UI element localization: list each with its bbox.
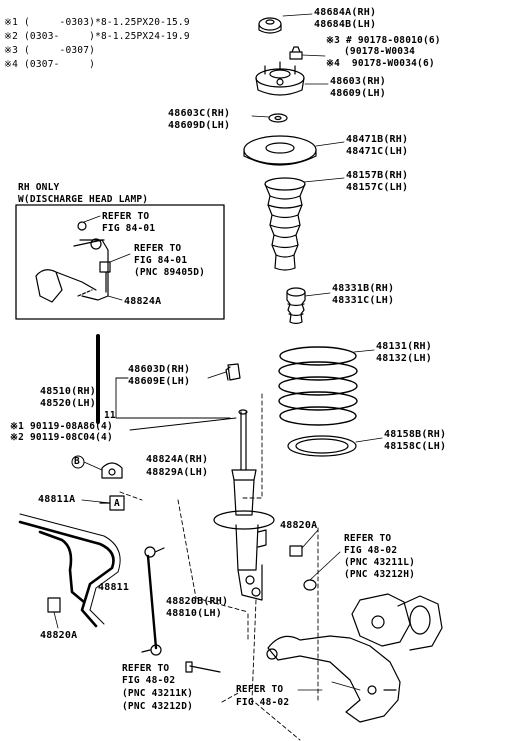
part-90178-nut (289, 46, 303, 60)
refer-1d: (PNC 43212H) (344, 569, 416, 580)
inset-bracket-drawing (35, 215, 131, 303)
part-48820a-nut-right (289, 545, 303, 557)
part-48158-spring-seat (287, 435, 357, 457)
refer-2a: REFER TO (122, 663, 170, 674)
label-48609: 48609(LH) (330, 88, 386, 99)
note-3: ※3 ( -0307) (4, 45, 95, 56)
note-2: ※2 (0303- )*8-1.25PX24-19.9 (4, 31, 190, 42)
note-3-range: ( -0307) (24, 45, 96, 56)
label-48609d: 48609D(LH) (168, 120, 231, 131)
inset-frame (15, 204, 225, 320)
label-48131: 48131(RH) (376, 341, 432, 352)
label-48520: 48520(LH) (40, 398, 96, 409)
label-48820b: 48820B(RH) (166, 596, 229, 607)
label-48820a-right: 48820A (280, 520, 318, 531)
part-48331-bump-stopper (286, 287, 306, 325)
label-48157b: 48157B(RH) (346, 170, 409, 181)
label-48811a: 48811A (38, 494, 76, 505)
label-48684a: 48684A(RH) (314, 7, 377, 18)
part-48603d-bushing (225, 363, 241, 381)
label-90119-b: ※2 90119-08C04(4) (10, 432, 113, 443)
part-lower-bolt (185, 661, 221, 673)
label-48609e: 48609E(LH) (128, 376, 191, 387)
refer-1b: FIG 48-02 (344, 545, 398, 556)
label-48471b: 48471B(RH) (346, 134, 409, 145)
part-48824a-bushing (101, 462, 123, 479)
note-2-range: (0303- ) (24, 31, 96, 42)
note-1: ※1 ( -0303)*8-1.25PX20-15.9 (4, 17, 190, 28)
label-48331b: 48331B(RH) (332, 283, 395, 294)
label-48157c: 48157C(LH) (346, 182, 409, 193)
label-48684b: 48684B(LH) (314, 19, 377, 30)
note-3-mark: ※3 (4, 45, 19, 56)
part-48510-strut (213, 409, 275, 601)
refer-2c: (PNC 43211K) (122, 688, 194, 699)
part-48157-boot (264, 177, 306, 271)
note-2-spec: *8-1.25PX24-19.9 (95, 31, 190, 42)
inset-refer-1b: FIG 84-01 (102, 223, 156, 234)
label-brace (115, 371, 237, 431)
part-48603-upper-mount (255, 61, 305, 96)
assembly-guides (119, 393, 319, 741)
label-48510: 48510(RH) (40, 386, 96, 397)
refer-3a: REFER TO (236, 684, 284, 695)
note-4: ※4 (0307- ) (4, 59, 95, 70)
part-48820b-link (141, 546, 165, 656)
label-48829a: 48829A(LH) (146, 467, 209, 478)
note-2-mark: ※2 (4, 31, 19, 42)
note-1-range: ( -0303) (24, 17, 96, 28)
note-4-range: (0307- ) (24, 59, 96, 70)
inset-title-2: W(DISCHARGE HEAD LAMP) (18, 194, 149, 205)
label-48331c: 48331C(LH) (332, 295, 395, 306)
label-90119-a: ※1 90119-08A86(4) (10, 421, 113, 432)
refer-2d: (PNC 43212D) (122, 701, 194, 712)
stabilizer-bar-outline (19, 513, 121, 625)
part-48684-cap (258, 17, 282, 34)
part-steering-knuckle (266, 593, 443, 723)
inset-refer-2c: (PNC 89405D) (134, 267, 206, 278)
callout-eleven: 11 (104, 410, 116, 421)
refer-3b: FIG 48-02 (236, 697, 290, 708)
part-48603c-washer (268, 113, 288, 123)
note-1-spec: *8-1.25PX20-15.9 (95, 17, 190, 28)
refer-1a: REFER TO (344, 533, 392, 544)
note-1-mark: ※1 (4, 17, 19, 28)
part-48131-coil-spring (278, 346, 358, 426)
part-48471-bearing (243, 135, 317, 166)
label-48158c: 48158C(LH) (384, 441, 447, 452)
refer-2b: FIG 48-02 (122, 675, 176, 686)
label-90178-08010: ※3 # 90178-08010(6) (326, 35, 441, 46)
label-48820a-left: 48820A (40, 630, 78, 641)
label-90178-w0034a: (90178-W0034 (344, 46, 416, 57)
inset-refer-1a: REFER TO (102, 211, 150, 222)
label-48810: 48810(LH) (166, 608, 222, 619)
inset-title-1: RH ONLY (18, 182, 60, 193)
note-4-mark: ※4 (4, 59, 19, 70)
label-48824a: 48824A(RH) (146, 454, 209, 465)
label-90178-w0034b: ※4 90178-W0034(6) (326, 58, 435, 69)
part-48820a-nut-left (47, 597, 61, 613)
label-48603d: 48603D(RH) (128, 364, 191, 375)
label-48158b: 48158B(RH) (384, 429, 447, 440)
label-48471c: 48471C(LH) (346, 146, 409, 157)
label-48132: 48132(LH) (376, 353, 432, 364)
callout-b: B (74, 456, 80, 467)
inset-refer-2a: REFER TO (134, 243, 182, 254)
inset-refer-2b: FIG 84-01 (134, 255, 188, 266)
part-48811-stabilizer-bar (18, 520, 115, 628)
callout-a: A (114, 498, 120, 509)
refer-1c: (PNC 43211L) (344, 557, 416, 568)
label-48603c: 48603C(RH) (168, 108, 231, 119)
label-48603: 48603(RH) (330, 76, 386, 87)
label-48811: 48811 (98, 582, 130, 593)
inset-part-48824a: 48824A (124, 296, 162, 307)
